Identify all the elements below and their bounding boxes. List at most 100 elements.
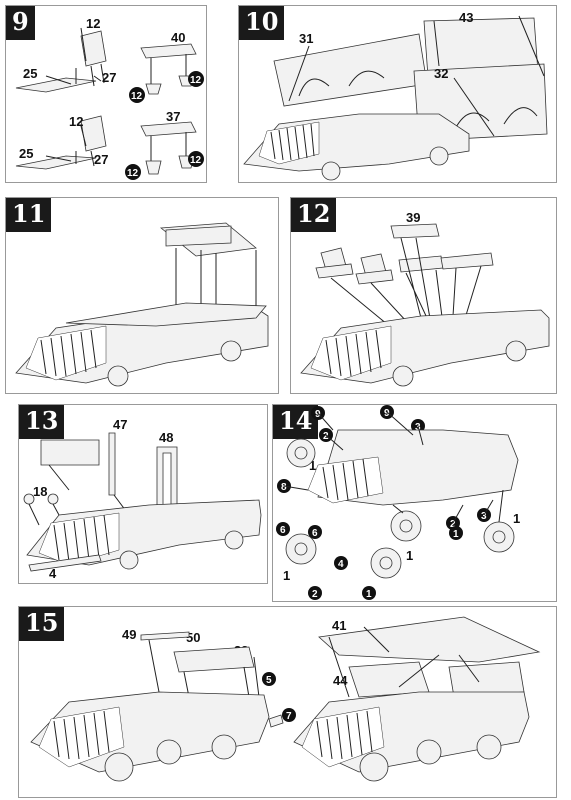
wheel-left-mid xyxy=(156,739,182,765)
label-43: 43 xyxy=(459,10,473,25)
hood-grille xyxy=(310,325,392,381)
seat-frame-bottom xyxy=(15,115,107,170)
part-50 xyxy=(173,646,255,673)
callout-12-d xyxy=(188,151,204,167)
callout-1-a-text: 1 xyxy=(453,529,459,540)
wheel-rear xyxy=(220,340,242,362)
callout-6-a-text: 6 xyxy=(280,525,286,536)
step-9-panel: 9 12 25 27 12 25 27 40 12 1 xyxy=(5,5,207,183)
label-47: 47 xyxy=(113,417,127,432)
label-48: 48 xyxy=(159,430,173,445)
part-49 xyxy=(140,631,190,641)
part-39 xyxy=(390,223,440,239)
step-14-panel: 14 9 9 3 2 8 6 6 2 1 3 4 2 1 1 1 1 1 xyxy=(272,404,557,602)
label-40: 40 xyxy=(171,30,185,45)
wheel-rear xyxy=(429,146,449,166)
label-25-b: 25 xyxy=(19,146,33,161)
part-26-windshield xyxy=(40,439,100,466)
callout-12-b xyxy=(188,71,204,87)
hood-grille-right xyxy=(301,706,385,768)
part-41-canopy xyxy=(318,616,541,663)
step-14-number: 14 xyxy=(273,405,319,439)
step-9-drawing: 12 25 27 12 25 27 40 12 12 37 12 12 xyxy=(15,16,204,180)
label-41: 41 xyxy=(332,618,346,633)
wheel-front xyxy=(392,365,414,387)
step-10-number: 10 xyxy=(239,6,285,40)
callout-12-c xyxy=(125,164,141,180)
callout-1-a xyxy=(449,526,463,540)
callout-12-b-text: 12 xyxy=(190,75,202,86)
label-12-a: 12 xyxy=(86,16,100,31)
label-18: 18 xyxy=(33,484,47,499)
callout-7 xyxy=(282,708,296,722)
wheel-right-front xyxy=(359,752,389,782)
step-12-panel: 12 39 xyxy=(290,197,557,394)
step-11-panel: 11 xyxy=(5,197,279,394)
step-10-panel: 10 31 43 32 xyxy=(238,5,557,183)
step-11-drawing xyxy=(15,222,269,387)
callout-12-d-text: 12 xyxy=(190,155,202,166)
label-31: 31 xyxy=(299,31,313,46)
callout-2-a-text: 2 xyxy=(323,431,329,442)
label-1-a: 1 xyxy=(309,458,316,473)
wheel-left-front xyxy=(104,752,134,782)
headlight-right xyxy=(47,493,59,505)
label-27-b: 27 xyxy=(94,152,108,167)
callout-6-a xyxy=(276,522,290,536)
seat-bench-b xyxy=(440,252,494,270)
step-14-drawing: 9 9 3 2 8 6 6 2 1 3 4 2 1 1 1 1 1 xyxy=(276,405,520,600)
seat-frame-top xyxy=(15,30,107,93)
label-1-d: 1 xyxy=(283,568,290,583)
label-27-a: 27 xyxy=(102,70,116,85)
step-15-number: 15 xyxy=(19,607,65,641)
hood-grille xyxy=(25,325,107,381)
label-44: 44 xyxy=(333,673,348,688)
step-15-panel: 15 49 50 33 5 7 41 42 44 45 xyxy=(18,606,557,798)
callout-5-text: 5 xyxy=(266,675,272,686)
callout-6-b-text: 6 xyxy=(312,528,318,539)
callout-2-c xyxy=(308,586,322,600)
callout-12-a xyxy=(129,87,145,103)
step-12-drawing: 39 xyxy=(300,210,550,387)
callout-3-b-text: 3 xyxy=(481,511,487,522)
label-4: 4 xyxy=(49,566,57,581)
wheel-rear xyxy=(505,340,527,362)
wheel-front xyxy=(119,550,139,570)
callout-4-text: 4 xyxy=(338,559,344,570)
step-13-drawing: 47 48 26 18 4 xyxy=(23,417,262,581)
side-panel-31 xyxy=(273,33,428,107)
step-10-drawing: 31 43 32 xyxy=(243,10,548,181)
label-32: 32 xyxy=(434,66,448,81)
part-47 xyxy=(108,432,116,496)
step-13-panel: 13 47 48 26 18 4 xyxy=(18,404,268,584)
callout-5 xyxy=(262,672,276,686)
callout-1-b-text: 1 xyxy=(366,589,372,600)
callout-12-c-text: 12 xyxy=(127,168,139,179)
step-12-number: 12 xyxy=(291,198,337,232)
wheel-front xyxy=(107,365,129,387)
label-37: 37 xyxy=(166,109,180,124)
step-9-number: 9 xyxy=(6,6,35,40)
wheel-right-rear xyxy=(476,734,502,760)
part-48 xyxy=(156,446,178,506)
hood-grille-left xyxy=(38,706,125,768)
label-1-c: 1 xyxy=(406,548,413,563)
wheel-rear xyxy=(224,530,244,550)
part-37 xyxy=(140,121,197,137)
callout-4 xyxy=(334,556,348,570)
callout-9-b-text: 9 xyxy=(384,408,390,419)
step-15-drawing: 49 50 33 5 7 41 42 44 45 xyxy=(30,616,541,782)
wheel-left-rear xyxy=(211,734,237,760)
callout-2-b-text: 2 xyxy=(450,519,456,530)
part-40 xyxy=(140,43,197,59)
label-12-b: 12 xyxy=(69,114,83,129)
callout-7-text: 7 xyxy=(286,711,292,722)
label-1-b: 1 xyxy=(513,511,520,526)
label-39: 39 xyxy=(406,210,420,225)
step-11-number: 11 xyxy=(6,198,52,232)
callout-9-a-text: 9 xyxy=(315,409,321,420)
wheel-right-mid xyxy=(416,739,442,765)
label-50: 50 xyxy=(186,630,200,645)
label-49: 49 xyxy=(122,627,136,642)
callout-1-b xyxy=(362,586,376,600)
